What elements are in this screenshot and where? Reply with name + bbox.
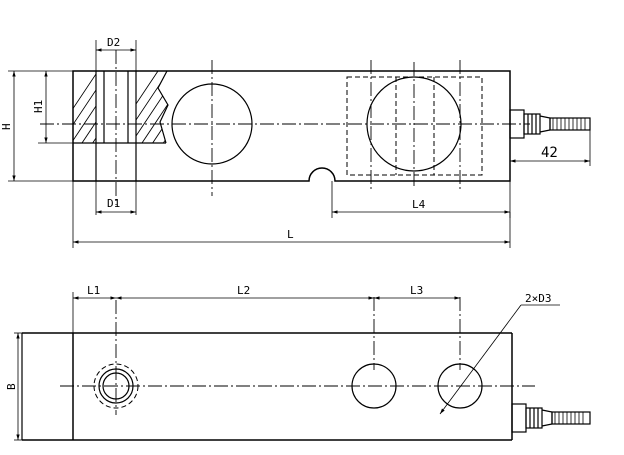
dim-cable-length-label: 42 — [541, 145, 558, 161]
dim-2xd3-label: 2×D3 — [525, 292, 552, 305]
top-cable-connector — [511, 403, 591, 433]
dim-b-label: B — [5, 383, 18, 390]
dim-d1-label: D1 — [107, 197, 120, 210]
dim-h-label: H — [0, 123, 13, 130]
front-cable-connector — [509, 109, 591, 139]
dim-h1-label: H1 — [32, 100, 45, 113]
top-view: 2×D3 L1 L2 L3 B — [5, 284, 591, 441]
d3-leader — [439, 304, 522, 415]
mounting-hole-counterbore — [93, 363, 139, 409]
break-line — [157, 70, 169, 144]
dim-l1-label: L1 — [87, 284, 100, 297]
front-body-outline — [72, 70, 511, 182]
dim-l-label: L — [287, 228, 294, 241]
dim-l4-label: L4 — [412, 198, 426, 211]
dim-l2-label: L2 — [237, 284, 250, 297]
dim-l3-label: L3 — [410, 284, 423, 297]
dim-d2-label: D2 — [107, 36, 120, 49]
front-view: D2 D1 H1 H 42 L4 L — [0, 36, 591, 248]
